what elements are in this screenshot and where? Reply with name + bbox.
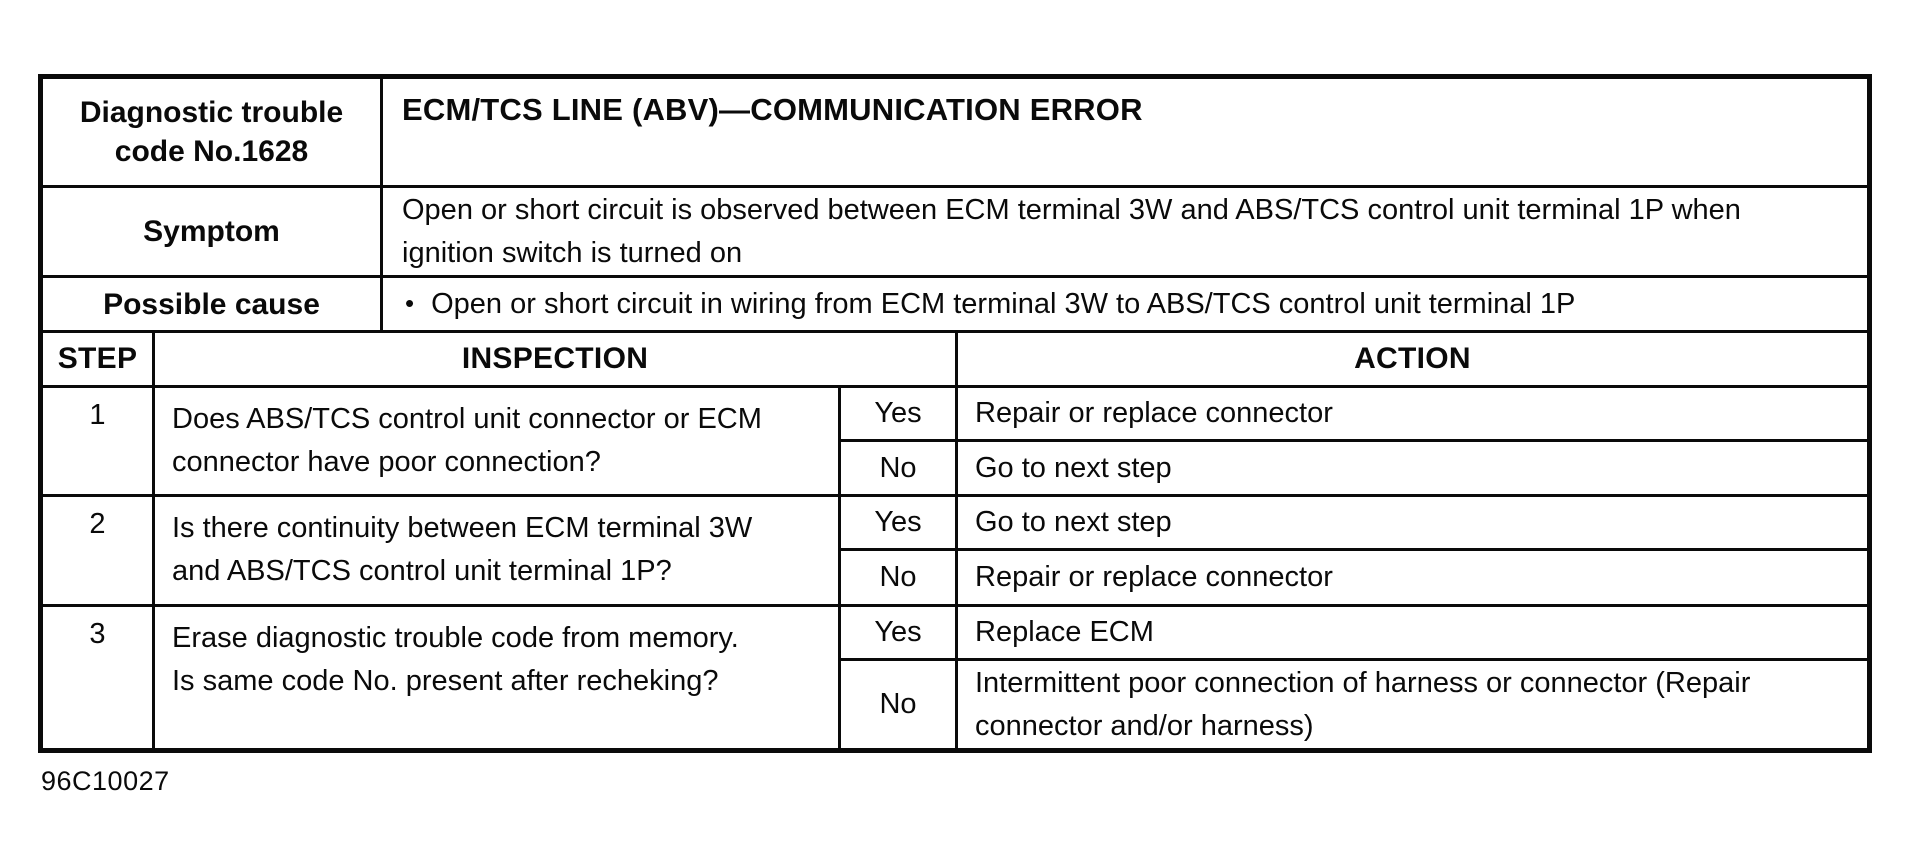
action-text: Go to next step xyxy=(955,497,1867,548)
action-text: Replace ECM xyxy=(955,607,1867,658)
action-text: Intermittent poor connection of harness … xyxy=(955,661,1867,748)
step-row-1: 1 Does ABS/TCS control unit connector or… xyxy=(43,388,1867,497)
symptom-text: Open or short circuit is observed betwee… xyxy=(380,188,1867,275)
inspection-question: Is there continuity between ECM terminal… xyxy=(152,497,838,604)
step-number: 3 xyxy=(89,618,106,650)
bullet-icon: • xyxy=(405,287,415,318)
outcome-no-row: No Intermittent poor connection of harne… xyxy=(838,661,1867,748)
answer-yes: Yes xyxy=(838,497,955,548)
possible-cause-text: Open or short circuit in wiring from ECM… xyxy=(431,287,1576,320)
action-text: Repair or replace connector xyxy=(955,551,1867,604)
symptom-row: Symptom Open or short circuit is observe… xyxy=(43,188,1867,278)
header-step: STEP xyxy=(57,342,138,375)
header-inspection: INSPECTION xyxy=(152,333,955,385)
inspection-question-line2: and ABS/TCS control unit terminal 1P? xyxy=(172,554,672,587)
outcomes: Yes Replace ECM No Intermittent poor con… xyxy=(838,607,1867,748)
possible-cause-cell: • Open or short circuit in wiring from E… xyxy=(380,278,1867,330)
outcome-no-row: No Repair or replace connector xyxy=(838,551,1867,604)
possible-cause-row: Possible cause • Open or short circuit i… xyxy=(43,278,1867,333)
inspection-question-line2: Is same code No. present after recheking… xyxy=(172,664,719,697)
outcomes: Yes Go to next step No Repair or replace… xyxy=(838,497,1867,604)
dtc-label-cell: Diagnostic trouble code No.1628 xyxy=(43,79,380,185)
dtc-label-line1: Diagnostic trouble xyxy=(79,96,344,129)
figure-reference-code: 96C10027 xyxy=(41,766,170,796)
step-row-2: 2 Is there continuity between ECM termin… xyxy=(43,497,1867,607)
answer-no: No xyxy=(838,661,955,748)
outcomes: Yes Repair or replace connector No Go to… xyxy=(838,388,1867,494)
column-header-row: STEP INSPECTION ACTION xyxy=(43,333,1867,388)
inspection-question-line2: connector have poor connection? xyxy=(172,445,601,478)
inspection-question: Does ABS/TCS control unit connector or E… xyxy=(152,388,838,494)
action-text: Repair or replace connector xyxy=(955,388,1867,439)
outcome-yes-row: Yes Replace ECM xyxy=(838,607,1867,661)
symptom-label: Symptom xyxy=(143,215,280,248)
diagnostic-trouble-code-table: Diagnostic trouble code No.1628 ECM/TCS … xyxy=(38,74,1872,753)
header-action: ACTION xyxy=(955,333,1867,385)
inspection-question-line1: Erase diagnostic trouble code from memor… xyxy=(172,622,739,654)
outcome-yes-row: Yes Go to next step xyxy=(838,497,1867,551)
answer-no: No xyxy=(838,551,955,604)
dtc-title: ECM/TCS LINE (ABV)—COMMUNICATION ERROR xyxy=(380,79,1867,185)
answer-yes: Yes xyxy=(838,607,955,658)
answer-no: No xyxy=(838,442,955,494)
inspection-question: Erase diagnostic trouble code from memor… xyxy=(152,607,838,748)
inspection-question-line1: Does ABS/TCS control unit connector or E… xyxy=(172,403,762,435)
possible-cause-label: Possible cause xyxy=(103,287,320,321)
outcome-yes-row: Yes Repair or replace connector xyxy=(838,388,1867,442)
step-row-3: 3 Erase diagnostic trouble code from mem… xyxy=(43,607,1867,748)
dtc-label-line2: code No.1628 xyxy=(114,135,309,168)
step-number: 2 xyxy=(89,508,106,540)
step-number: 1 xyxy=(89,399,106,431)
action-text: Go to next step xyxy=(955,442,1867,494)
answer-yes: Yes xyxy=(838,388,955,439)
dtc-title-row: Diagnostic trouble code No.1628 ECM/TCS … xyxy=(43,79,1867,188)
inspection-question-line1: Is there continuity between ECM terminal… xyxy=(172,512,753,544)
outcome-no-row: No Go to next step xyxy=(838,442,1867,494)
